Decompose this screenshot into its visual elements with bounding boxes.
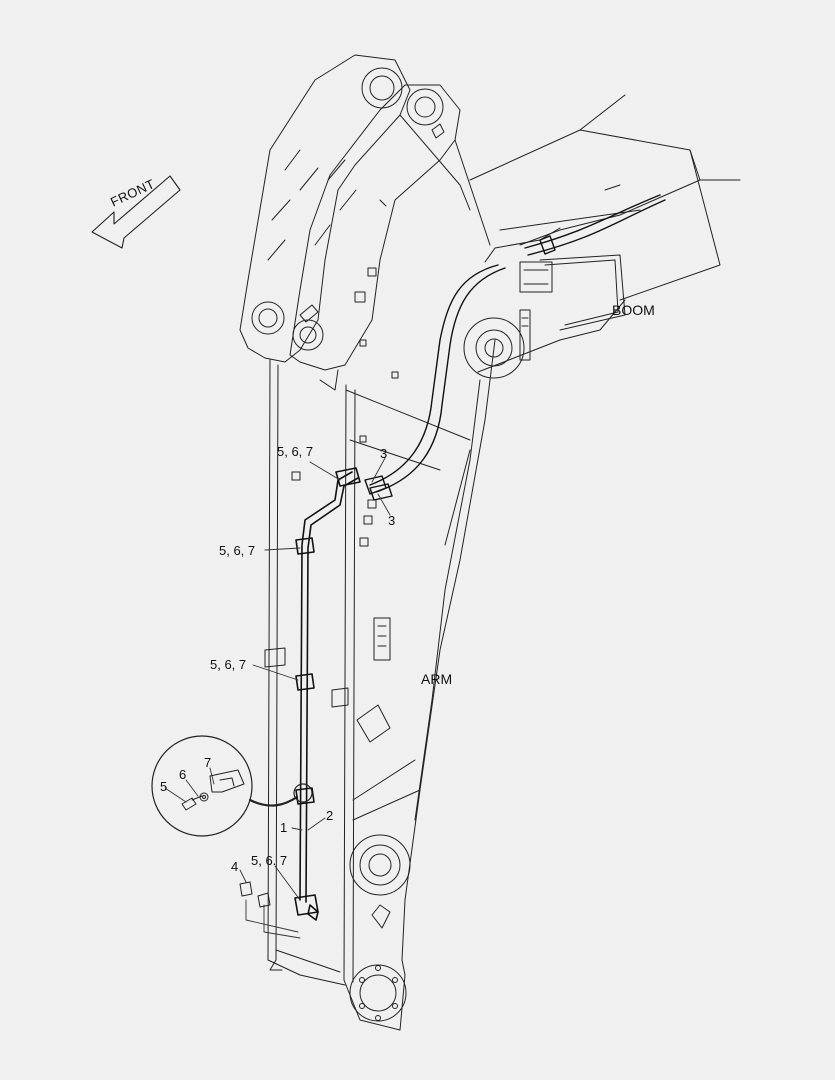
callout-3-lower: 3: [388, 513, 396, 528]
bolt-icon: [181, 795, 203, 811]
callout-1: 1: [280, 820, 288, 835]
bolt-small-icon: [239, 881, 271, 908]
callout-567-top: 5, 6, 7: [277, 444, 314, 459]
callout-4: 4: [231, 859, 239, 874]
front-arrow-icon: [91, 175, 181, 249]
callout-567-low: 5, 6, 7: [210, 657, 247, 672]
callout-567-mid: 5, 6, 7: [219, 543, 256, 558]
callout-2: 2: [326, 808, 334, 823]
callout-567-bottom: 5, 6. 7: [251, 853, 288, 868]
arm-label: ARM: [421, 671, 453, 687]
boom-label: BOOM: [612, 302, 655, 318]
callout-3-upper: 3: [380, 446, 388, 461]
washer-icon: [199, 792, 209, 802]
clamp-icon: [209, 769, 245, 793]
boom-body: [463, 94, 741, 379]
arm-body: [264, 199, 496, 1031]
callout-5-detail: 5: [160, 779, 168, 794]
callout-6-detail: 6: [179, 767, 187, 782]
hose-assembly: [364, 194, 666, 501]
callout-7-detail: 7: [204, 755, 212, 770]
leader-lines: [164, 457, 391, 939]
steel-pipes: [294, 467, 361, 921]
detail-view: [151, 735, 313, 908]
arm-head: [239, 54, 491, 391]
